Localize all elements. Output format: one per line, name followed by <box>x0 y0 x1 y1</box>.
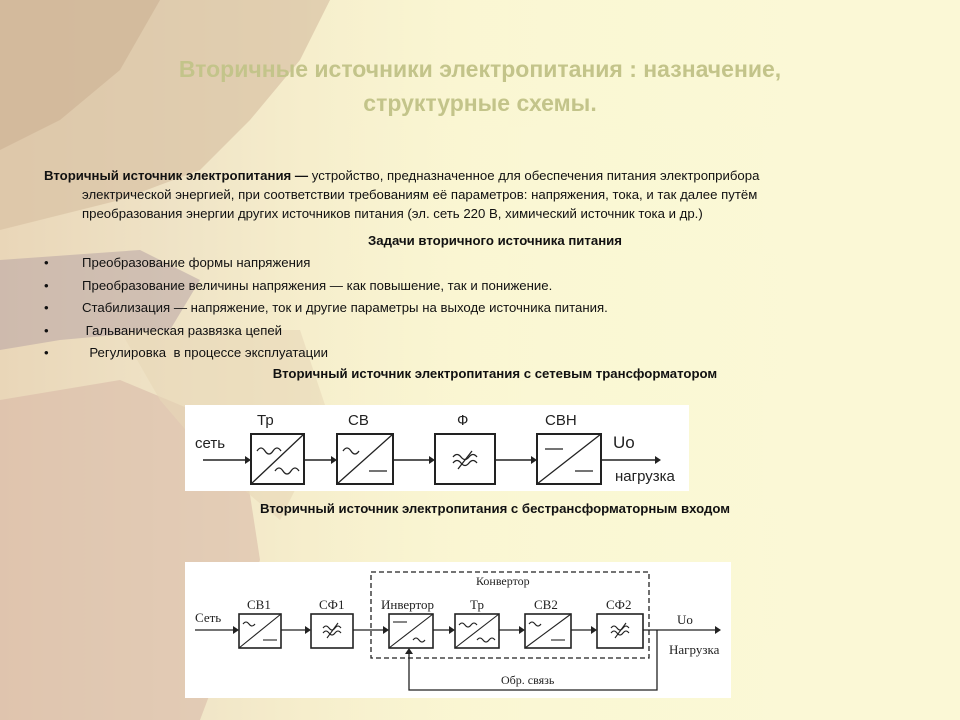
task-text: Гальваническая развязка цепей <box>82 322 283 338</box>
converter-group <box>370 571 650 659</box>
definition-text: устройство, предназначенное для обеспече… <box>308 168 760 183</box>
arrow-icon <box>383 626 389 634</box>
title-line-1: Вторичные источники электропитания : наз… <box>178 56 782 82</box>
definition-paragraph: Вторичный источник электропитания — устр… <box>44 166 924 223</box>
arrow-icon <box>449 626 455 634</box>
slide-title: Вторичные источники электропитания : наз… <box>0 52 960 120</box>
block-label: СВ <box>348 412 369 429</box>
arrow-icon <box>519 626 525 634</box>
feedback-loop <box>408 630 658 691</box>
filter-icon <box>452 453 478 461</box>
ac-wave-icon <box>412 637 426 643</box>
ac-wave-icon <box>458 622 478 628</box>
diagonal-line <box>524 613 572 649</box>
filter-slash-icon <box>614 622 627 639</box>
block-label: СВ2 <box>534 597 558 612</box>
arrow-icon <box>331 456 337 464</box>
diagonal-line <box>454 613 500 649</box>
block-transformer <box>454 613 500 649</box>
filter-icon <box>452 459 478 467</box>
block-filter <box>434 433 496 485</box>
ac-wave-icon <box>274 467 300 475</box>
output-label: Uo <box>677 612 693 627</box>
filter-icon <box>322 625 342 631</box>
filter-icon <box>610 625 630 631</box>
block-label: СВ1 <box>247 597 271 612</box>
definition-line-2: электрической энергией, при соответствии… <box>82 187 758 202</box>
diagram-transformerless-psu: Конвертор Сеть СВ1 СФ1 Инвертор Тр СВ2 С… <box>185 562 731 698</box>
diagram1-heading: Вторичный источник электропитания с сете… <box>272 366 718 381</box>
ac-wave-icon <box>242 621 256 627</box>
block-rectifier-2 <box>524 613 572 649</box>
block-label: СВН <box>545 412 577 429</box>
bullet-icon: • <box>44 322 49 338</box>
converter-label: Конвертор <box>476 574 530 588</box>
feedback-label: Обр. связь <box>501 673 555 687</box>
output-label: Uо <box>613 433 635 452</box>
list-item: • Гальваническая развязка цепей <box>44 320 608 343</box>
block-inverter <box>388 613 434 649</box>
block-rectifier <box>336 433 394 485</box>
definition-term: Вторичный источник электропитания — <box>44 168 309 183</box>
diagonal-line <box>536 433 602 485</box>
bullet-icon: • <box>44 277 49 293</box>
title-line-2: структурные схемы. <box>363 90 597 116</box>
filter-slash-icon <box>457 450 473 470</box>
input-label: сеть <box>195 435 225 452</box>
arrow-icon <box>531 456 537 464</box>
block-label: СФ2 <box>606 597 631 612</box>
task-text: Преобразование формы напряжения <box>82 255 311 270</box>
diagonal-line <box>238 613 282 649</box>
block-filter-2 <box>596 613 644 649</box>
arrow-icon <box>715 626 721 634</box>
arrow-icon <box>429 456 435 464</box>
list-item: • Преобразование величины напряжения — ка… <box>44 275 608 298</box>
bullet-icon: • <box>44 255 49 270</box>
diagram-transformer-psu: сеть Тр СВ Ф СВН Uо нагрузка <box>185 405 689 491</box>
block-label: СФ1 <box>319 597 344 612</box>
block-transformer <box>250 433 305 485</box>
diagram2-heading: Вторичный источник электропитания с бест… <box>260 501 730 516</box>
arrow-icon <box>655 456 661 464</box>
arrow-icon <box>305 626 311 634</box>
tasks-heading: Задачи вторичного источника питания <box>368 233 622 248</box>
bullet-icon: • <box>44 300 49 315</box>
block-filter-1 <box>310 613 354 649</box>
definition-line-3: преобразования энергии других источников… <box>82 206 703 221</box>
arrow-icon <box>591 626 597 634</box>
diagonal-line <box>336 433 394 485</box>
list-item: • Регулировка в процессе эксплуатации <box>44 342 608 365</box>
task-text: Регулировка в процессе эксплуатации <box>82 345 328 360</box>
input-label: Сеть <box>195 610 221 625</box>
list-item: • Преобразование формы напряжения <box>44 252 608 275</box>
load-label: Нагрузка <box>669 642 720 657</box>
filter-icon <box>322 630 342 636</box>
arrow-icon <box>233 626 239 634</box>
block-stabilizer <box>536 433 602 485</box>
tasks-list: • Преобразование формы напряжения • Преобр… <box>44 252 608 365</box>
block-label: Инвертор <box>381 597 434 612</box>
task-text: Стабилизация — напряжение, ток и другие … <box>82 300 608 315</box>
ac-wave-icon <box>476 637 496 643</box>
filter-icon <box>610 630 630 636</box>
diagonal-line <box>388 613 434 649</box>
filter-slash-icon <box>326 622 339 639</box>
ac-wave-icon <box>528 621 542 627</box>
arrow-icon <box>405 648 413 654</box>
arrow-icon <box>245 456 251 464</box>
block-label: Тр <box>470 597 484 612</box>
block-label: Ф <box>457 412 468 429</box>
diagonal-line <box>250 433 305 485</box>
load-label: нагрузка <box>615 468 676 485</box>
ac-wave-icon <box>342 447 360 455</box>
task-text: Преобразование величины напряжения — как… <box>82 277 553 293</box>
list-item: • Стабилизация — напряжение, ток и другие… <box>44 297 608 320</box>
ac-wave-icon <box>256 447 282 455</box>
bullet-icon: • <box>44 345 49 360</box>
block-label: Тр <box>257 412 274 429</box>
block-rectifier-1 <box>238 613 282 649</box>
